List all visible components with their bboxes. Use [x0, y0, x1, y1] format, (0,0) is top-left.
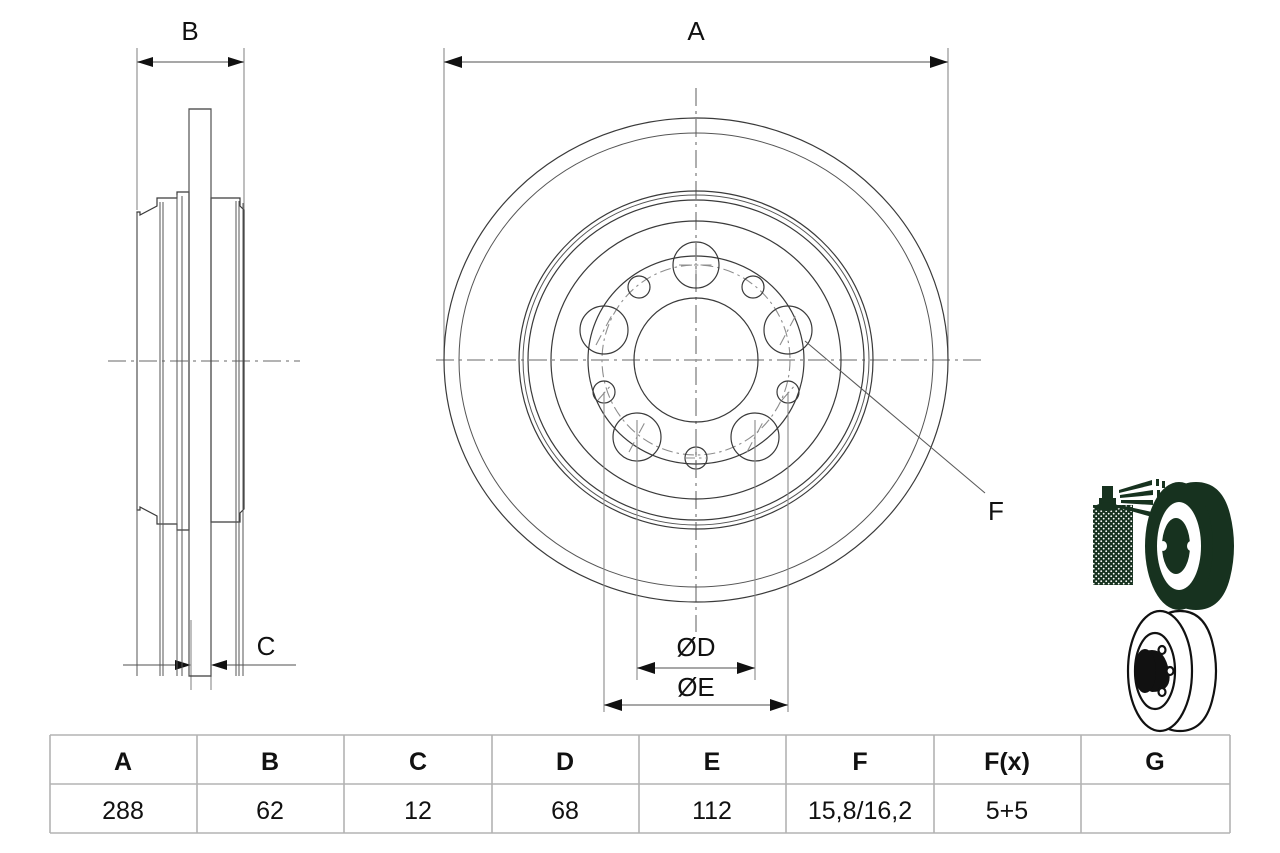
- table-header-cell: F(x): [984, 748, 1030, 776]
- dimension-f: F: [804, 340, 1004, 526]
- table-value-cell: 12: [404, 797, 432, 825]
- bolt-hole: [763, 305, 813, 355]
- spray-can-icon: [1093, 486, 1133, 585]
- coated-brake-disc-icon: [1145, 482, 1234, 610]
- disc-cross-section: [136, 108, 245, 677]
- bolt-circle: [601, 264, 791, 456]
- bolt-hole: [579, 305, 629, 355]
- side-view-group: B C: [108, 16, 300, 690]
- centre-bore: [633, 297, 759, 423]
- dimension-d: ØD: [637, 632, 755, 674]
- table-header-cell: F: [852, 748, 867, 776]
- bolt-hole: [672, 241, 720, 289]
- disc-outer-edge-inner: [458, 132, 934, 588]
- spec-table: A B C D E F F(x) G 288 62 12 68 112 15,8…: [49, 734, 1231, 834]
- friction-ring-outer: [518, 190, 874, 530]
- table-header-cell: C: [409, 748, 427, 776]
- disc-outer-edge: [443, 117, 949, 603]
- dimension-b: B: [136, 16, 245, 210]
- table-header-cell: B: [261, 748, 279, 776]
- table-header-cell: G: [1145, 748, 1164, 776]
- dimension-a-label: A: [687, 16, 705, 46]
- table-value-row: 288 62 12 68 112 15,8/16,2 5+5: [102, 797, 1028, 825]
- table-value-cell: 62: [256, 797, 284, 825]
- table-value-cell: 288: [102, 797, 144, 825]
- table-value-cell: 15,8/16,2: [808, 797, 912, 825]
- dimension-c: C: [123, 620, 296, 690]
- table-value-cell: 68: [551, 797, 579, 825]
- bolt-holes-large: [579, 241, 813, 462]
- table-header-row: A B C D E F F(x) G: [114, 748, 1165, 776]
- table-header-cell: E: [704, 748, 721, 776]
- dimension-e-label: ØE: [677, 672, 715, 702]
- dimension-b-label: B: [181, 16, 198, 46]
- small-hole: [741, 275, 765, 299]
- dimension-f-label: F: [988, 496, 1004, 526]
- dimension-d-label: ØD: [677, 632, 716, 662]
- dimension-e: ØE: [604, 672, 788, 711]
- brake-disc-icon: [1126, 609, 1218, 733]
- friction-ring-outer-2: [522, 194, 870, 526]
- table-value-cell: 112: [692, 797, 732, 825]
- small-hole: [627, 275, 651, 299]
- dimension-a: A: [443, 16, 949, 360]
- table-header-cell: D: [556, 748, 574, 776]
- table-value-cell: 5+5: [986, 797, 1028, 825]
- dimension-c-label: C: [257, 631, 276, 661]
- front-view-group: A: [436, 16, 1004, 712]
- table-header-cell: A: [114, 748, 132, 776]
- friction-ring-outer-3: [527, 199, 865, 521]
- table-grid: [49, 734, 1231, 834]
- pictogram-group: [1093, 479, 1234, 733]
- friction-ring-inner: [550, 220, 842, 500]
